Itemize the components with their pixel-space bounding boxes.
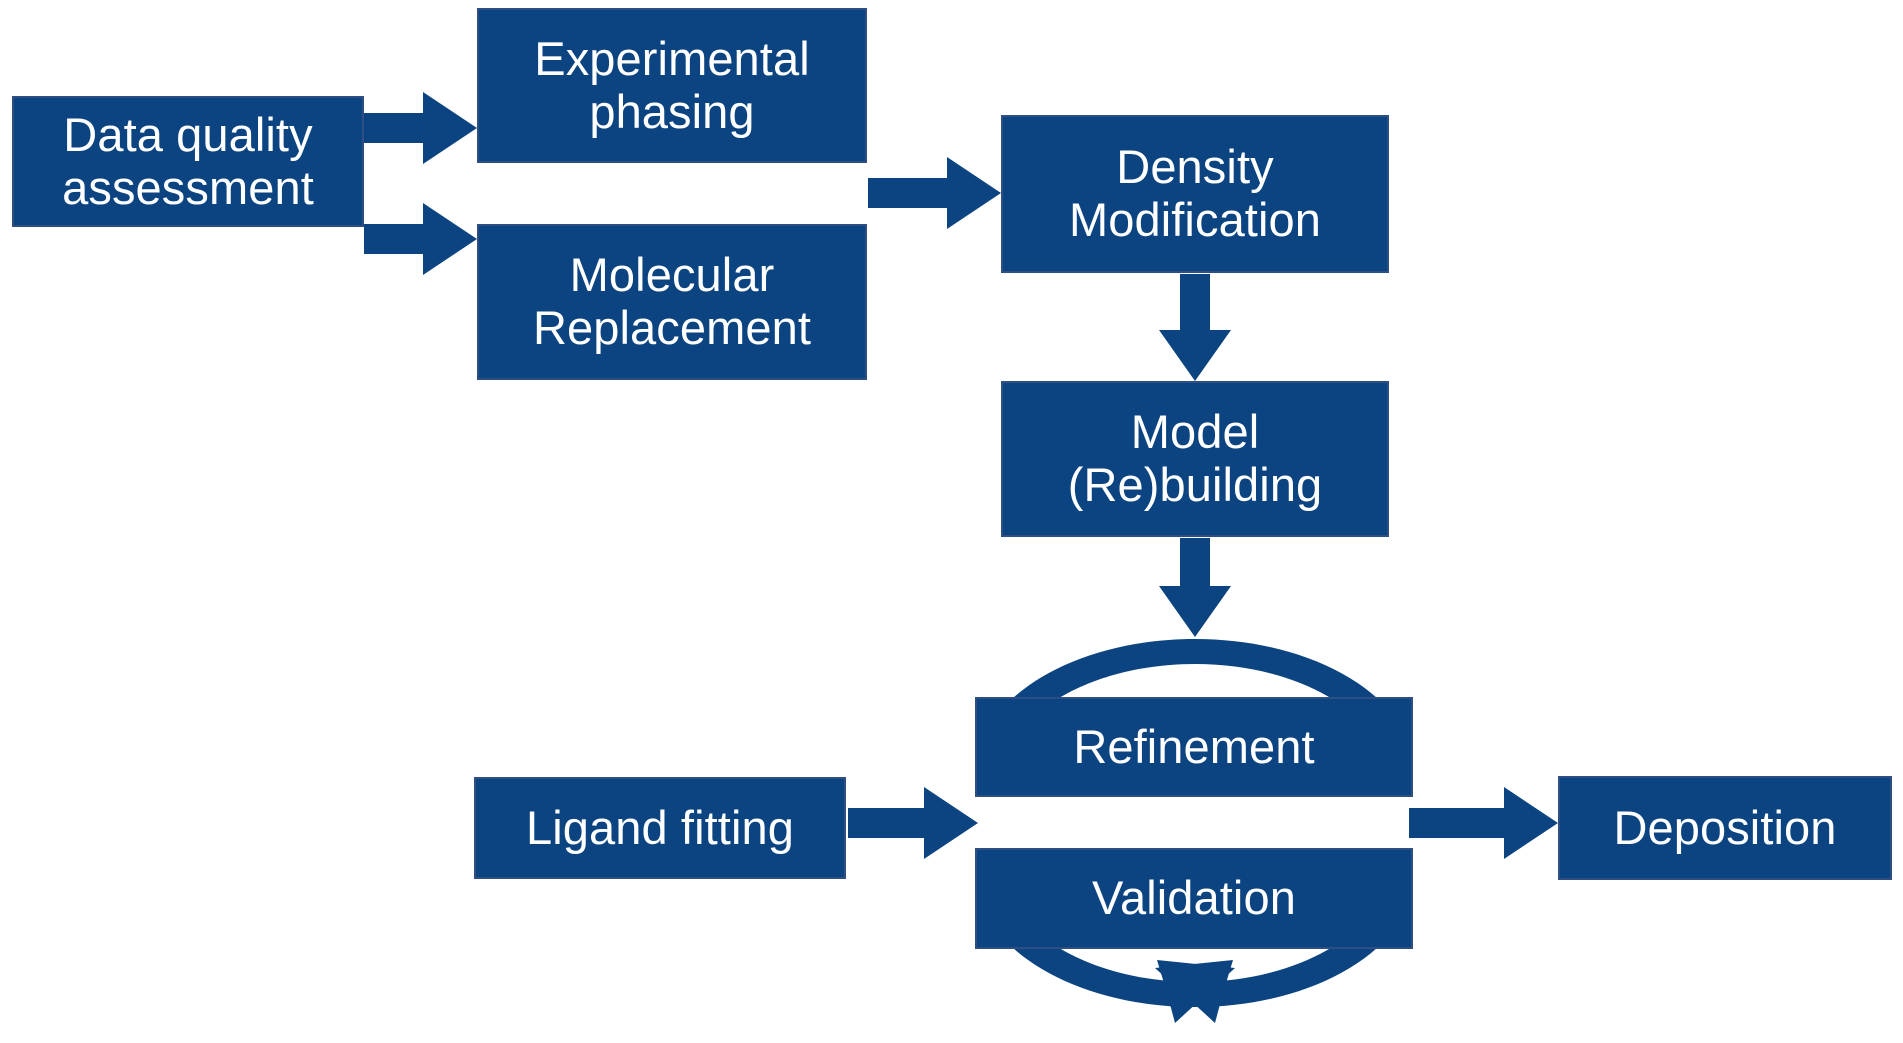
arrow-model-rebuilding-to-refinement — [1159, 538, 1231, 637]
arrow-data-quality-to-experimental-phasing — [364, 92, 477, 164]
node-molecular-replacement[interactable]: Molecular Replacement — [477, 224, 867, 380]
node-refinement[interactable]: Refinement — [975, 697, 1413, 797]
cycle-arrowhead-lower-left — [1157, 960, 1235, 1023]
arrow-refinement-to-deposition — [1409, 787, 1558, 859]
node-experimental-phasing[interactable]: Experimental phasing — [477, 8, 867, 163]
node-ligand-fitting[interactable]: Ligand fitting — [474, 777, 846, 879]
node-validation[interactable]: Validation — [975, 848, 1413, 949]
node-deposition[interactable]: Deposition — [1558, 776, 1892, 880]
node-data-quality-assessment[interactable]: Data quality assessment — [12, 96, 364, 227]
arrow-data-quality-to-molecular-replacement — [364, 203, 477, 275]
cycle-arrowhead-lower-right — [1155, 960, 1233, 1023]
node-model-rebuilding[interactable]: Model (Re)building — [1001, 381, 1389, 537]
node-density-modification[interactable]: Density Modification — [1001, 115, 1389, 273]
arrow-density-modification-to-model-rebuilding — [1159, 274, 1231, 381]
arrow-phasing-to-density-modification — [868, 157, 1001, 229]
arrow-ligand-fitting-to-refinement — [848, 787, 978, 859]
